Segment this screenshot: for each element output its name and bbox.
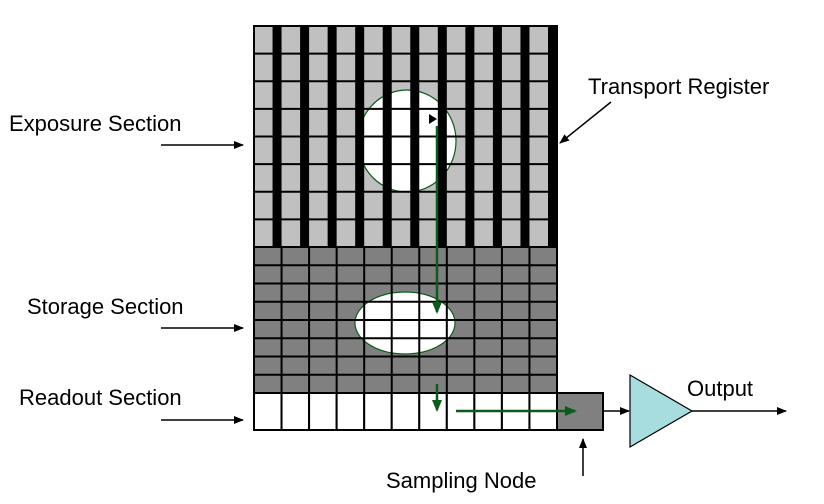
transport-register-bar	[382, 26, 392, 247]
storage-section	[253, 246, 558, 394]
readout-cell	[390, 392, 421, 431]
transport-register-bar	[548, 26, 557, 247]
sensor-border	[253, 25, 558, 431]
readout-section-label: Readout Section	[19, 385, 182, 410]
exposure-section-label: Exposure Section	[9, 111, 182, 136]
amplifier-icon	[629, 373, 694, 449]
transport-register-bar	[410, 26, 420, 247]
readout-cell	[308, 392, 338, 431]
readout-cell	[335, 392, 366, 431]
exposure-section	[254, 26, 557, 247]
readout-cell	[418, 392, 448, 431]
transport-register-label: Transport Register	[588, 74, 770, 99]
transport-register-bar	[300, 26, 310, 247]
charge-start-marker	[429, 114, 437, 124]
readout-cell	[363, 392, 393, 431]
readout-cell	[280, 392, 311, 431]
output-label: Output	[687, 376, 754, 401]
transport-pointer-arrow	[559, 101, 612, 144]
transport-register-bar	[327, 26, 337, 247]
transport-register-bar	[520, 26, 530, 247]
storage-section-label: Storage Section	[27, 294, 184, 319]
transport-register-bar	[355, 26, 365, 247]
transport-register-bar	[465, 26, 475, 247]
sampling-node-label: Sampling Node	[386, 468, 537, 493]
transport-register-bar	[492, 26, 502, 247]
transport-register-bar	[437, 26, 447, 247]
readout-cell	[253, 392, 283, 431]
transport-register-bar	[272, 26, 282, 247]
